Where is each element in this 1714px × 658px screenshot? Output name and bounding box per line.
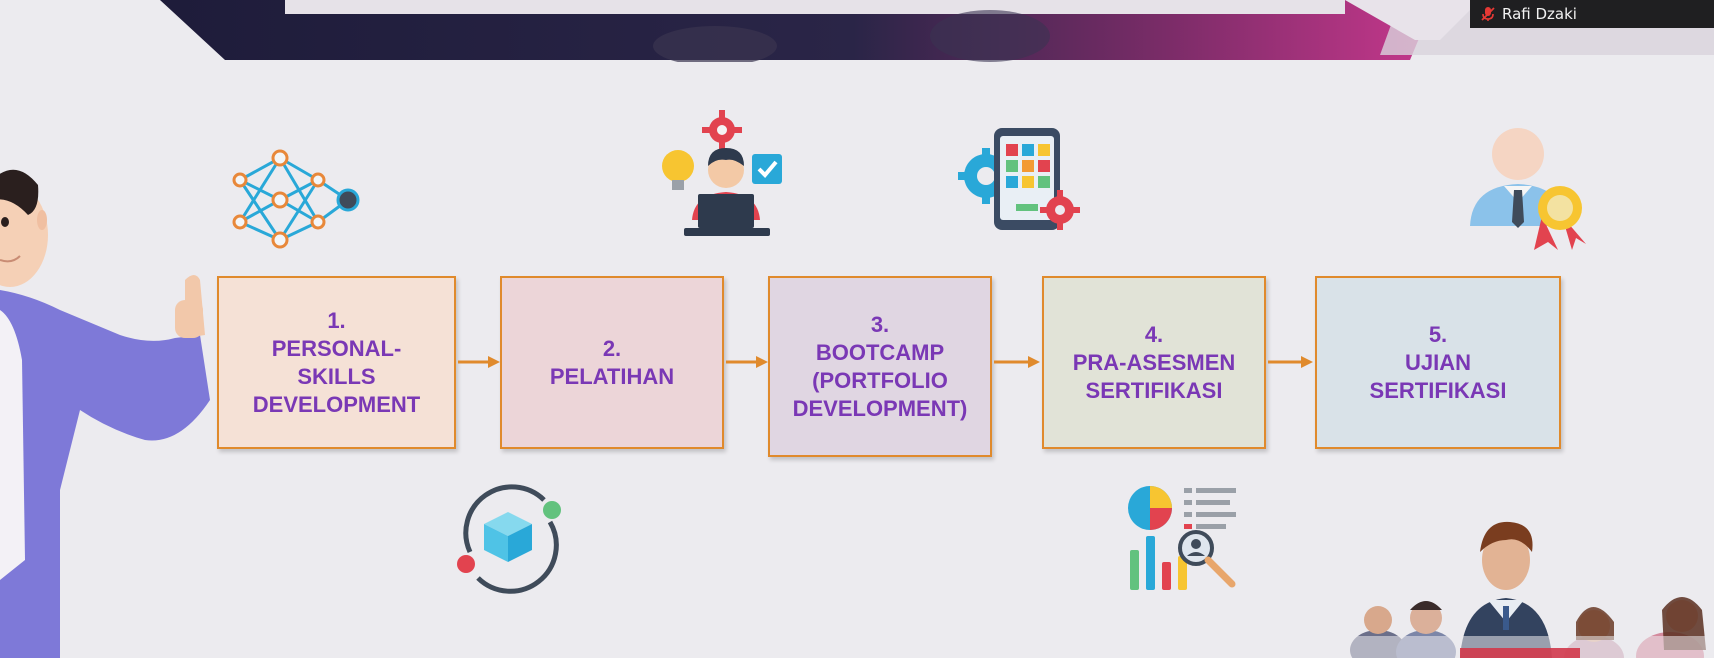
- analytics-chart-icon: [1128, 486, 1236, 590]
- step-3-bootcamp: 3. BOOTCAMP (PORTFOLIO DEVELOPMENT): [768, 276, 992, 457]
- person-laptop-icon: [662, 110, 782, 236]
- certified-person-icon: [1470, 128, 1586, 250]
- participant-name: Rafi Dzaki: [1502, 5, 1577, 23]
- neural-network-icon: [232, 149, 360, 249]
- mic-muted-icon: [1481, 7, 1495, 21]
- header-banner: [160, 0, 1714, 62]
- students-illustration: [1330, 521, 1714, 658]
- arrow-step-3-to-4: [994, 356, 1040, 368]
- presenter-character: [0, 169, 210, 658]
- step-2-pelatihan: 2. PELATIHAN: [500, 276, 724, 449]
- step-4-pra-asesmen-sertifikasi: 4. PRA-ASESMEN SERTIFIKASI: [1042, 276, 1266, 449]
- arrow-step-4-to-5: [1268, 356, 1313, 368]
- step-1-personal-skills-development: 1. PERSONAL- SKILLS DEVELOPMENT: [217, 276, 456, 449]
- step-5-ujian-sertifikasi: 5. UJIAN SERTIFIKASI: [1315, 276, 1561, 449]
- cube-cycle-icon: [457, 484, 561, 594]
- arrow-step-1-to-2: [458, 356, 500, 368]
- arrow-step-2-to-3: [726, 356, 768, 368]
- participant-name-tag: Rafi Dzaki: [1470, 0, 1714, 28]
- mobile-app-gear-icon: [958, 128, 1080, 230]
